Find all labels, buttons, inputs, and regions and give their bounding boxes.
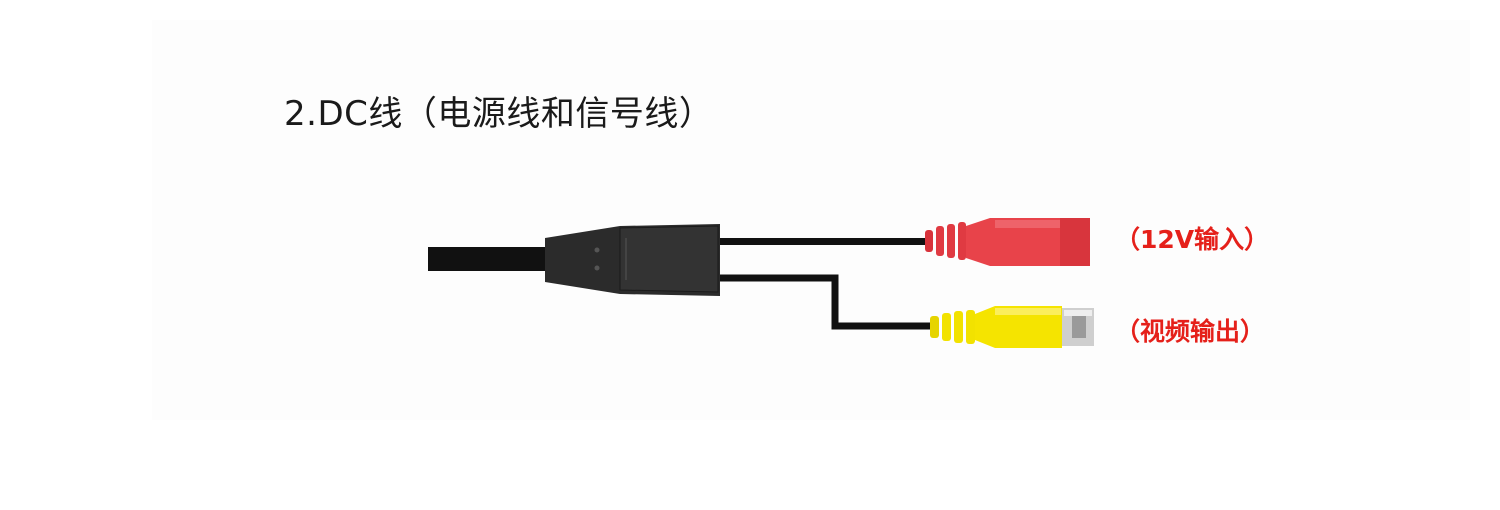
- power-wire: [720, 238, 930, 245]
- video-output-label: （视频输出）: [1115, 317, 1266, 346]
- video-wire: [720, 274, 935, 330]
- product-image-panel: [152, 20, 1470, 420]
- power-connector: [925, 218, 1090, 266]
- power-input-label: （12V输入）: [1115, 225, 1270, 254]
- splitter-ridge: [619, 225, 719, 293]
- video-connector: [930, 306, 1094, 348]
- section-title: 2.DC线（电源线和信号线）: [284, 94, 714, 134]
- main-cable: [428, 247, 548, 271]
